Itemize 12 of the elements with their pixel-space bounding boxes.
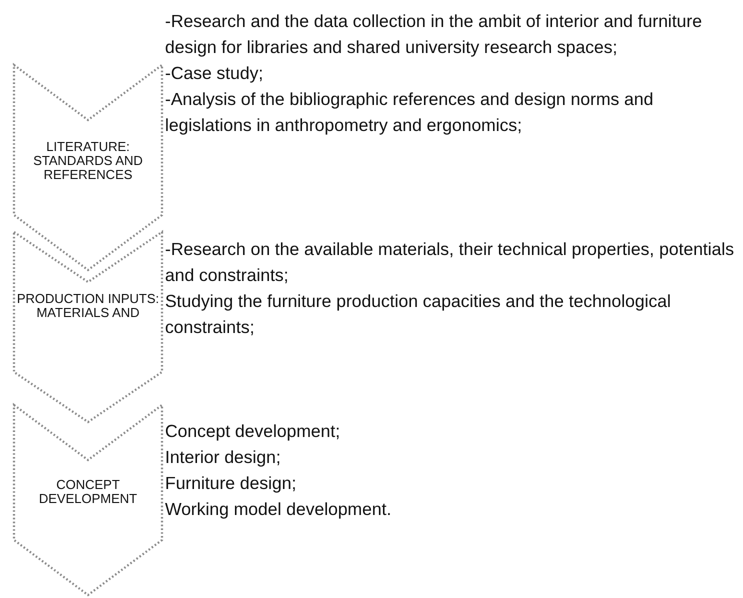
- description-text: Working model development.: [165, 498, 392, 521]
- description-text: -Research on the available materials, their technical properties, potentials and constraints;: [165, 238, 736, 287]
- description-text: -Research and the data collection in the ambit of interior and furniture design for libraries and shared university research spaces;: [165, 10, 703, 59]
- step-label: LITERATURE: STANDARDS AND REFERENCES: [32, 140, 144, 182]
- step-label: PRODUCTION INPUTS: MATERIALS AND: [16, 292, 160, 320]
- description-text: -Analysis of the bibliographic references and design norms and legislations in anthropometry and ergonomics;: [165, 88, 654, 137]
- description-text: -Case study;: [165, 62, 264, 85]
- description-text: Furniture design;: [165, 472, 298, 495]
- description-text: Studying the furniture production capacities and the technological constraints;: [165, 290, 672, 339]
- step-label: CONCEPT DEVELOPMENT: [38, 478, 138, 506]
- description-text: Concept development;: [165, 420, 342, 443]
- description-text: Interior design;: [165, 446, 282, 469]
